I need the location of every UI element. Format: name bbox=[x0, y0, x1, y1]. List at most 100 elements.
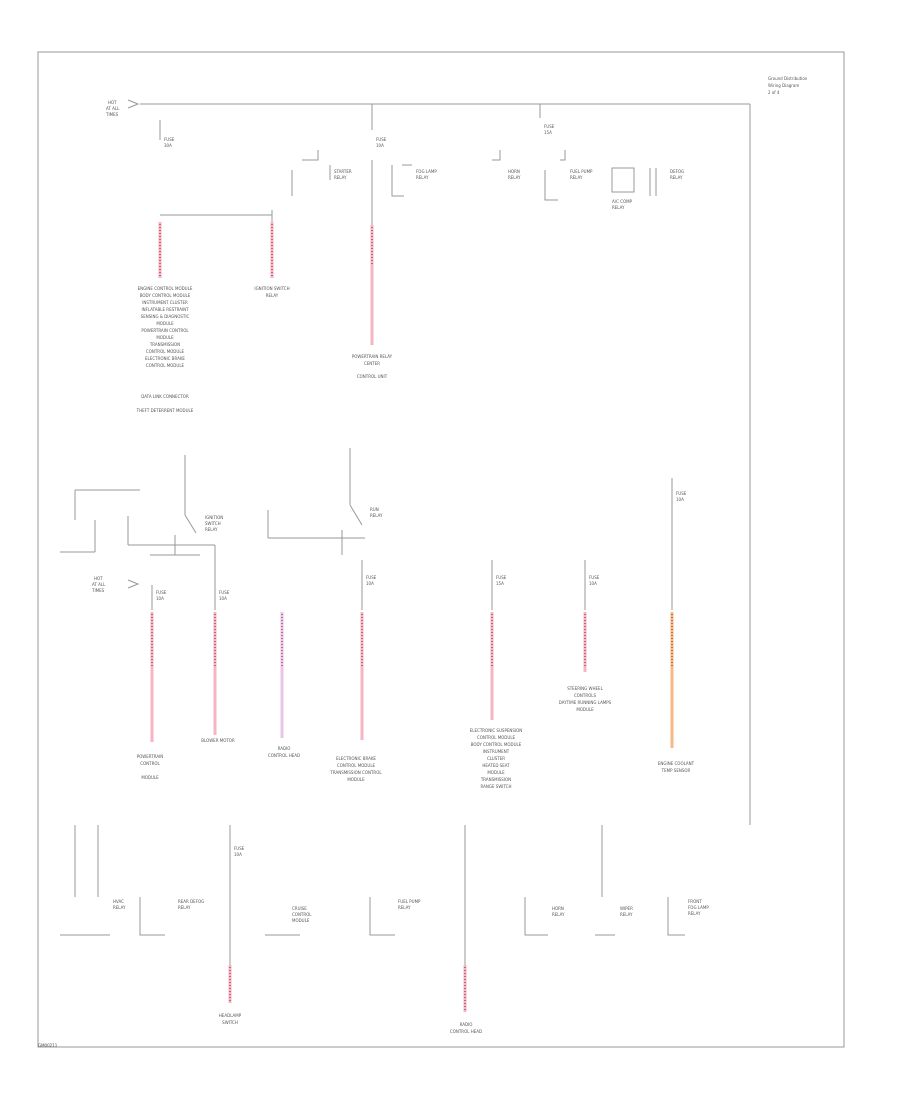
left-block-line-14: THEFT DETERRENT MODULE bbox=[136, 408, 194, 413]
bottom-label-b6-line-1: WIPER bbox=[620, 906, 633, 911]
relay-3-line-1: HORN bbox=[508, 169, 520, 174]
bot-m5-line-6: HEATED SEAT bbox=[482, 763, 510, 768]
fuse-m4-line-1: FUSE bbox=[496, 575, 507, 580]
bottom-label-b3-line-3: MODULE bbox=[292, 918, 310, 923]
bottom-label-b7-line-3: RELAY bbox=[688, 911, 701, 916]
bot-m5-line-2: CONTROL MODULE bbox=[477, 735, 516, 740]
bottom-label-b5-line-1: HORN bbox=[552, 906, 564, 911]
bottom-label-b8-line-2: SWITCH bbox=[222, 1020, 238, 1025]
bot-m7-line-2: TEMP SENSOR bbox=[661, 768, 691, 773]
fuse-top2-line-1: FUSE bbox=[376, 137, 387, 142]
sheet-title-line-2: Wiring Diagram bbox=[768, 83, 799, 88]
fuse-top3-line-2: 15A bbox=[544, 130, 552, 135]
hot-mid-line-2: AT ALL bbox=[92, 582, 106, 587]
bot-m5-line-8: TRANSMISSION bbox=[480, 777, 511, 782]
bottom-label-b7-line-1: FRONT bbox=[688, 899, 702, 904]
run-relay-line-2: RELAY bbox=[370, 513, 383, 518]
relay-3-line-2: RELAY bbox=[508, 175, 521, 180]
bot-m4-line-2: CONTROL MODULE bbox=[337, 763, 376, 768]
bottom-label-b4-line-1: FUEL PUMP bbox=[398, 899, 421, 904]
bottom-label-b9-line-2: CONTROL HEAD bbox=[450, 1029, 482, 1034]
bottom-wires bbox=[228, 965, 467, 1012]
sheet-title-line-3: 2 of 4 bbox=[768, 90, 780, 95]
middle-wires bbox=[150, 612, 674, 748]
fuse-right-line-2: 10A bbox=[676, 497, 684, 502]
bottom-label-b3-line-1: CRUISE bbox=[292, 906, 307, 911]
left-block-line-9: TRANSMISSION bbox=[149, 342, 180, 347]
ign-switch-mid-line-1: IGNITION bbox=[205, 515, 223, 520]
top-section bbox=[127, 99, 751, 825]
bottom-label-b1-line-2: RELAY bbox=[113, 905, 126, 910]
bot-m4-line-1: ELECTRONIC BRAKE bbox=[336, 756, 376, 761]
bot-m4-line-3: TRANSMISSION CONTROL bbox=[329, 770, 382, 775]
relay-1-line-1: STARTER bbox=[334, 169, 352, 174]
left-block-line-5: SENSING & DIAGNOSTIC bbox=[141, 314, 190, 319]
fuse-bottom-line-2: 10A bbox=[234, 852, 242, 857]
left-block-line-8: MODULE bbox=[156, 335, 174, 340]
hot-mid-line-3: TIMES bbox=[91, 588, 105, 593]
page-id: GM00211 bbox=[38, 1043, 58, 1048]
center-block-line-3: CONTROL UNIT bbox=[357, 374, 388, 379]
sheet-title-line-1: Ground Distribution bbox=[768, 76, 808, 81]
fuse-top1-line-2: 30A bbox=[164, 143, 172, 148]
ignition-switch-line-1: IGNITION SWITCH bbox=[254, 286, 289, 291]
bot-m1-line-1: POWERTRAIN bbox=[137, 754, 164, 759]
bottom-section bbox=[60, 825, 685, 1000]
fuse-m3-line-1: FUSE bbox=[366, 575, 377, 580]
bot-m5-line-4: INSTRUMENT bbox=[483, 749, 510, 754]
bot-m3-line-1: RADIO bbox=[278, 746, 291, 751]
left-block-line-6: MODULE bbox=[156, 321, 174, 326]
fuse-m5-line-2: 10A bbox=[589, 581, 597, 586]
fuse-m1-line-2: 10A bbox=[156, 596, 164, 601]
ign-switch-mid-line-3: RELAY bbox=[205, 527, 218, 532]
aside-right-line-1: DAYTIME RUNNING LAMPS bbox=[559, 700, 612, 705]
left-block-line-1: ENGINE CONTROL MODULE bbox=[138, 286, 193, 291]
bot-m5-line-3: BODY CONTROL MODULE bbox=[471, 742, 522, 747]
left-block-line-13: DATA LINK CONNECTOR bbox=[141, 394, 189, 399]
middle-section bbox=[60, 448, 673, 610]
center-block-line-2: CENTER bbox=[364, 361, 380, 366]
bottom-label-b9-line-1: RADIO bbox=[460, 1022, 473, 1027]
bot-m1-line-2: CONTROL bbox=[140, 761, 160, 766]
hot-mid-line-1: HOT bbox=[94, 576, 103, 581]
bottom-label-b2-line-1: REAR DEFOG bbox=[178, 899, 204, 904]
left-block-line-3: INSTRUMENT CLUSTER bbox=[142, 300, 188, 305]
hot-top-line-2: AT ALL bbox=[106, 106, 120, 111]
left-block-line-7: POWERTRAIN CONTROL bbox=[141, 328, 189, 333]
bot-m5-line-9: RANGE SWITCH bbox=[481, 784, 512, 789]
relay-4-line-1: FUEL PUMP bbox=[570, 169, 593, 174]
bottom-label-b2-line-2: RELAY bbox=[178, 905, 191, 910]
fuse-top3-line-1: FUSE bbox=[544, 124, 555, 129]
bottom-label-b7-line-2: FOG LAMP bbox=[688, 905, 709, 910]
ignition-switch-line-2: RELAY bbox=[266, 293, 279, 298]
relay-4-line-2: RELAY bbox=[570, 175, 583, 180]
bot-m6-line-1: STEERING WHEEL bbox=[567, 686, 603, 691]
fuse-m2-line-1: FUSE bbox=[219, 590, 230, 595]
bot-m5-line-1: ELECTRONIC SUSPENSION bbox=[470, 728, 522, 733]
fuse-m4-line-2: 15A bbox=[496, 581, 504, 586]
fuse-right-line-1: FUSE bbox=[676, 491, 687, 496]
bottom-label-b4-line-2: RELAY bbox=[398, 905, 411, 910]
relay-1-line-2: RELAY bbox=[334, 175, 347, 180]
left-block-line-2: BODY CONTROL MODULE bbox=[140, 293, 191, 298]
middle-wire-dashes bbox=[151, 614, 673, 668]
fuse-top1-line-1: FUSE bbox=[164, 137, 175, 142]
relay-5-line-2: RELAY bbox=[612, 205, 625, 210]
center-block-line-1: POWERTRAIN RELAY bbox=[352, 354, 393, 359]
hot-top-line-1: HOT bbox=[108, 100, 117, 105]
fuse-bottom-line-1: FUSE bbox=[234, 846, 245, 851]
bot-m3-line-2: CONTROL HEAD bbox=[268, 753, 300, 758]
relay-6-line-1: DEFOG bbox=[670, 169, 684, 174]
bottom-wire-dashes bbox=[229, 967, 466, 1010]
bottom-label-b3-line-2: CONTROL bbox=[292, 912, 312, 917]
relay-2-line-2: RELAY bbox=[416, 175, 429, 180]
top-wires bbox=[158, 222, 374, 345]
relay-2-line-1: FOG LAMP bbox=[416, 169, 437, 174]
diagram-frame bbox=[37, 51, 845, 1048]
bot-m5-line-7: MODULE bbox=[487, 770, 505, 775]
fuse-m5-line-1: FUSE bbox=[589, 575, 600, 580]
left-block-line-4: INFLATABLE RESTRAINT bbox=[141, 307, 189, 312]
bot-m2-line-1: BLOWER MOTOR bbox=[201, 738, 235, 743]
bottom-label-b6-line-2: RELAY bbox=[620, 912, 633, 917]
